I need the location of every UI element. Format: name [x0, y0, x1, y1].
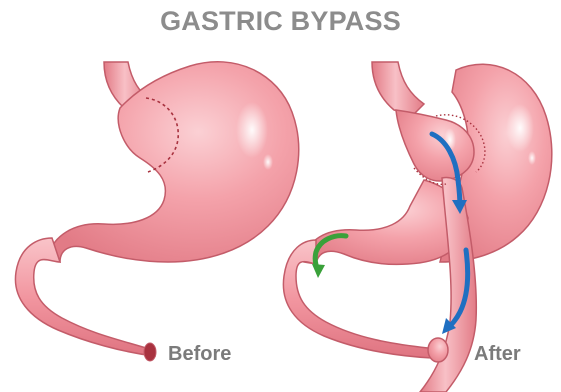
- after-label: After: [474, 343, 521, 366]
- after-esophagus: [372, 62, 424, 116]
- after-pouch: [396, 110, 474, 181]
- after-anastomosis: [428, 338, 448, 362]
- before-stomach: [48, 62, 299, 262]
- before-intestine-opening: [144, 343, 156, 361]
- before-highlight-small: [263, 154, 273, 170]
- after-highlight-small: [528, 151, 536, 165]
- before-label: Before: [168, 343, 231, 366]
- before-stomach-group: [15, 62, 298, 361]
- before-highlight: [236, 102, 268, 158]
- after-highlight: [506, 104, 534, 152]
